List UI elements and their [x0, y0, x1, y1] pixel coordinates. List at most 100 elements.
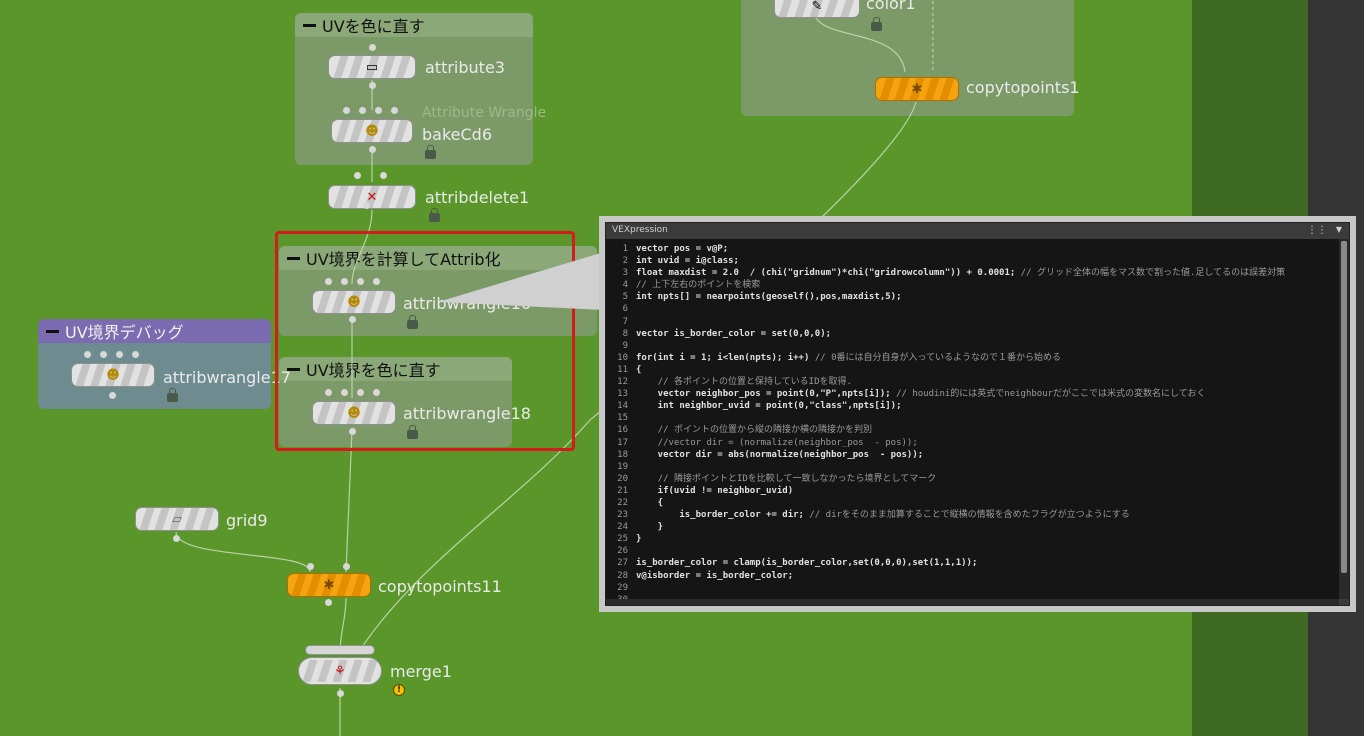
line-number: 5 [622, 292, 628, 303]
network-box-header[interactable]: UVを色に直す [295, 13, 533, 37]
node-attribwrangle16[interactable]: ☻ [312, 290, 396, 314]
input-port[interactable] [325, 278, 332, 285]
input-port[interactable] [132, 351, 139, 358]
input-port[interactable] [359, 107, 366, 114]
code-line: is_border_color += dir; // dirをそのまま加算するこ… [636, 509, 1339, 521]
input-port[interactable] [343, 107, 350, 114]
merge-input-bar[interactable] [305, 645, 375, 655]
network-box-header[interactable]: UV境界を色に直す [279, 357, 512, 381]
code-line-comment: // グリッド全体の幅をマス数で割った値.足してるのは誤差対策 [1020, 268, 1286, 279]
lock-icon[interactable] [407, 425, 418, 439]
output-port[interactable] [173, 535, 180, 542]
code-line-comment: // ポイントの位置から縦の隣接か横の隣接かを判別 [657, 425, 872, 436]
code-line-code: } [636, 522, 664, 533]
code-line [636, 340, 1339, 352]
wrangle-node-icon: ☻ [106, 367, 120, 383]
code-line: is_border_color = clamp(is_border_color,… [636, 557, 1339, 569]
network-box-uv-border-debug[interactable]: UV境界デバッグ [38, 319, 271, 409]
input-port[interactable] [357, 389, 364, 396]
network-box-header[interactable]: UV境界デバッグ [38, 319, 271, 343]
lock-icon[interactable] [425, 145, 436, 159]
node-label: grid9 [226, 511, 268, 530]
horizontal-scrollbar[interactable] [606, 599, 1339, 605]
code-line [636, 412, 1339, 424]
output-port[interactable] [109, 392, 116, 399]
code-line-code: } [636, 534, 642, 545]
input-port[interactable] [343, 563, 350, 570]
node-merge1[interactable]: ⚘ [298, 657, 382, 685]
output-port[interactable] [349, 316, 356, 323]
code-text[interactable]: vector pos = v@P;int uvid = i@class;floa… [636, 243, 1339, 599]
code-line-code: vector is_border_color = set(0,0,0); [636, 328, 832, 339]
output-port[interactable] [369, 82, 376, 89]
output-port[interactable] [337, 690, 344, 697]
code-line [636, 303, 1339, 315]
node-attribwrangle17[interactable]: ☻ [71, 363, 155, 387]
node-bakeCd6[interactable]: ☻ [331, 119, 413, 143]
node-label: attribwrangle17 [163, 368, 291, 387]
lock-icon[interactable] [429, 208, 440, 222]
lock-icon[interactable] [871, 17, 882, 31]
node-copytopoints11[interactable]: ✱ [287, 573, 371, 597]
dropdown-icon[interactable]: ▼ [1335, 225, 1342, 234]
output-port[interactable] [349, 428, 356, 435]
lock-icon[interactable] [167, 388, 178, 402]
code-line: } [636, 533, 1339, 545]
output-port[interactable] [325, 599, 332, 606]
line-number: 3 [622, 268, 628, 279]
input-port[interactable] [354, 172, 361, 179]
input-port[interactable] [373, 389, 380, 396]
input-port[interactable] [116, 351, 123, 358]
code-line [636, 461, 1339, 473]
input-port[interactable] [380, 172, 387, 179]
input-port[interactable] [373, 278, 380, 285]
code-line [636, 316, 1339, 328]
code-line-comment: // 各ポイントの位置と保持しているIDを取得. [657, 377, 852, 388]
lock-icon[interactable] [407, 315, 418, 329]
code-line: // ポイントの位置から縦の隣接か横の隣接かを判別 [636, 424, 1339, 436]
vertical-scrollbar[interactable] [1339, 239, 1349, 599]
code-line-comment: // 隣接ポイントとIDを比較して一致しなかったら境界としてマーク [657, 473, 937, 484]
code-line-code: is_border_color += dir; [636, 510, 810, 521]
code-line-comment: // dirをそのまま加算することで縦横の情報を含めたフラグが立つようにする [809, 510, 1130, 521]
menu-icon[interactable]: ⋮⋮ [1307, 225, 1327, 236]
code-line: } [636, 521, 1339, 533]
output-port[interactable] [369, 146, 376, 153]
code-line-code: is_border_color = clamp(is_border_color,… [636, 558, 978, 569]
code-line: for(int i = 1; i<len(npts); i++) // 0番には… [636, 352, 1339, 364]
input-port[interactable] [357, 278, 364, 285]
input-port[interactable] [369, 44, 376, 51]
node-attribute3[interactable]: ▭ [328, 55, 416, 79]
input-port[interactable] [307, 563, 314, 570]
collapse-icon[interactable] [287, 367, 300, 371]
node-attribdelete1[interactable]: ✕ [328, 185, 416, 209]
line-number: 14 [617, 401, 628, 412]
input-port[interactable] [341, 389, 348, 396]
line-number: 20 [617, 473, 628, 484]
line-number: 13 [617, 389, 628, 400]
input-port[interactable] [100, 351, 107, 358]
network-box-uv-to-color[interactable]: UVを色に直す [295, 13, 533, 165]
network-box-header[interactable]: UV境界を計算してAttrib化 [279, 246, 597, 270]
wrangle-node-icon: ☻ [347, 405, 361, 421]
code-line: vector pos = v@P; [636, 243, 1339, 255]
node-attribwrangle18[interactable]: ☻ [312, 401, 396, 425]
output-port[interactable] [363, 202, 370, 209]
input-port[interactable] [84, 351, 91, 358]
line-number: 22 [617, 497, 628, 508]
collapse-icon[interactable] [303, 23, 316, 27]
node-copytopoints1[interactable]: ✱ [875, 77, 959, 101]
input-port[interactable] [325, 389, 332, 396]
node-color1[interactable]: ✎ [774, 0, 860, 18]
input-port[interactable] [391, 107, 398, 114]
collapse-icon[interactable] [287, 256, 300, 260]
node-label: attribdelete1 [425, 188, 530, 207]
node-grid9[interactable]: ▱ [135, 507, 219, 531]
warning-icon[interactable]: ! [393, 684, 405, 696]
collapse-icon[interactable] [46, 329, 59, 333]
input-port[interactable] [341, 278, 348, 285]
input-port[interactable] [375, 107, 382, 114]
